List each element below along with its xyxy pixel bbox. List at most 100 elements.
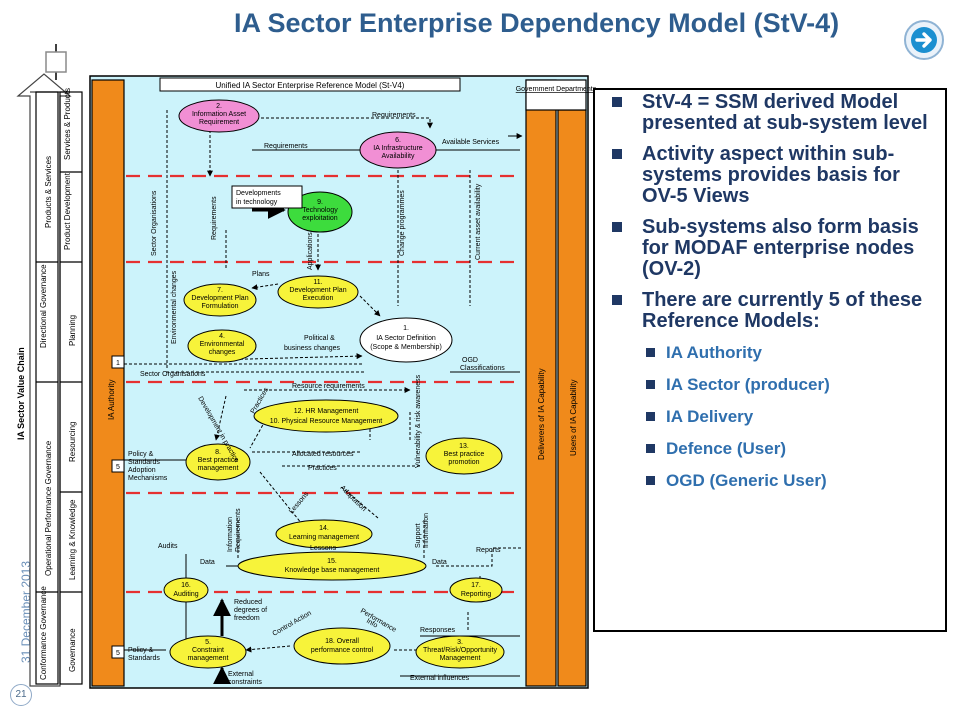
svg-text:Technology: Technology [302, 207, 338, 214]
policy-label-1: Policy & [128, 451, 154, 458]
reduced-label-3: freedom [234, 615, 260, 622]
resource-req-label: Resource requirements [292, 383, 365, 390]
activity-node-5[interactable]: 5. Constraint management [169, 635, 247, 669]
data-label-right: Data [432, 559, 447, 566]
svg-text:7.: 7. [217, 287, 223, 294]
svg-text:9.: 9. [317, 199, 323, 206]
svg-text:management: management [188, 655, 229, 662]
svg-text:IA Sector Definition: IA Sector Definition [376, 335, 436, 342]
svg-text:4.: 4. [219, 333, 225, 340]
col-product-development: Product Development [63, 172, 72, 250]
activity-node-14[interactable]: 14. Learning management [275, 519, 373, 549]
activity-node-18[interactable]: 18. Overall performance control [293, 627, 391, 665]
sub-bullet-item: OGD (Generic User) [606, 470, 936, 492]
requirements-label-vert: Requirements [211, 196, 218, 240]
support-info-label: Support [415, 523, 422, 548]
svg-text:1: 1 [116, 360, 120, 367]
svg-text:Auditing: Auditing [173, 591, 198, 598]
allocated-resources-label: Allocated resources [292, 451, 354, 458]
info-req-label: Information [227, 517, 234, 552]
activity-node-16[interactable]: 16. Auditing [163, 577, 209, 603]
next-slide-button[interactable] [904, 20, 944, 60]
col-planning: Planning [68, 315, 77, 346]
svg-text:Constraint: Constraint [192, 647, 224, 654]
business-changes-label: business changes [284, 345, 341, 352]
policy-label-4: Mechanisms [128, 475, 168, 482]
requirements-label-top: Requirements [372, 112, 416, 119]
col-governance: Governance [68, 628, 77, 672]
svg-text:IA Infrastructure: IA Infrastructure [373, 145, 423, 152]
activity-node-4[interactable]: 4. Environmental changes [187, 329, 257, 363]
activity-node-1[interactable]: 1. IA Sector Definition (Scope & Members… [359, 317, 453, 363]
change-programmes-label: Change programmes [399, 190, 406, 256]
value-chain-label: IA Sector Value Chain [16, 347, 26, 440]
value-chain-columns [35, 91, 83, 685]
bullet-item: Activity aspect within sub-systems provi… [606, 144, 936, 207]
col-conformance-governance: Conformance Governance [39, 586, 48, 680]
activity-node-7[interactable]: 7. Development Plan Formulation [183, 283, 257, 317]
deliverers-label: Deliverers of IA Capability [537, 368, 546, 460]
svg-text:2.: 2. [216, 103, 222, 110]
activity-node-3[interactable]: 3. Threat/Risk/Opportunity Management [415, 635, 505, 669]
audits-label: Audits [158, 543, 178, 550]
arrow-right-circle-icon [911, 27, 937, 53]
govt-departments-label: Government Departments [516, 86, 597, 93]
sub-bullet-item: IA Authority [606, 342, 936, 364]
svg-text:17.: 17. [471, 582, 481, 589]
svg-text:Learning management: Learning management [289, 534, 359, 541]
data-label-left: Data [200, 559, 215, 566]
svg-text:Availability: Availability [382, 153, 415, 160]
policy2-label-1: Policy & [128, 647, 154, 654]
dev-in-tech-box [231, 185, 303, 209]
dev-in-tech-label: Developments [236, 190, 281, 197]
marker-1: 1 [111, 355, 125, 369]
col-products-services: Products & Services [44, 156, 53, 228]
sector-orgs-label-vert: Sector Organisations [151, 190, 158, 256]
svg-text:8.: 8. [215, 449, 221, 456]
svg-text:5.: 5. [205, 639, 211, 646]
svg-text:Reporting: Reporting [461, 591, 491, 598]
reports-label: Reports [476, 547, 501, 554]
svg-text:11.: 11. [313, 279, 322, 286]
col-learning-knowledge: Learning & Knowledge [68, 499, 77, 580]
svg-text:changes: changes [209, 349, 236, 356]
svg-text:Execution: Execution [303, 295, 334, 302]
activity-node-2[interactable]: 2. Information Asset Requirement [178, 99, 260, 133]
activity-node-12-10[interactable]: 12. HR Management 10. Physical Resource … [253, 399, 399, 433]
svg-text:16.: 16. [181, 582, 191, 589]
col-operational-governance: Operational Performance Governance [44, 440, 53, 576]
svg-text:exploitation: exploitation [302, 215, 338, 222]
model-header-box [159, 77, 461, 92]
requirements-label-mid: Requirements [264, 143, 308, 150]
activity-node-17[interactable]: 17. Reporting [449, 577, 503, 603]
svg-text:6.: 6. [395, 137, 401, 144]
activity-node-15[interactable]: 15. Knowledge base management [237, 551, 427, 581]
marker-5-bottom: 5 [111, 645, 125, 659]
classifications-label: Classifications [460, 365, 505, 372]
svg-text:Environmental: Environmental [200, 341, 245, 348]
info-req-label-2: Requirements [235, 508, 242, 552]
svg-text:performance control: performance control [311, 647, 374, 654]
lessons-label: Lessons [310, 545, 337, 552]
bullet-item: StV-4 = SSM derived Model presented at s… [606, 92, 936, 134]
reduced-label-1: Reduced [234, 599, 262, 606]
activity-node-11[interactable]: 11. Development Plan Execution [277, 275, 359, 309]
dev-in-tech-label-2: in technology [236, 199, 278, 206]
svg-text:13.: 13. [459, 443, 469, 450]
activity-node-8[interactable]: 8. Best practice management [185, 443, 251, 481]
available-services-label: Available Services [442, 139, 500, 146]
svg-text:Knowledge base management: Knowledge base management [285, 567, 380, 574]
activity-node-9[interactable]: 9. Technology exploitation [287, 191, 353, 233]
political-label: Political & [304, 335, 335, 342]
bullet-list: StV-4 = SSM derived Model presented at s… [606, 92, 936, 502]
svg-text:(Scope & Membership): (Scope & Membership) [370, 344, 442, 351]
activity-node-13[interactable]: 13. Best practice promotion [425, 437, 503, 475]
support-info-label-2: Information [423, 513, 430, 548]
activity-node-6[interactable]: 6. IA Infrastructure Availability [359, 131, 437, 169]
plans-label: Plans [252, 271, 270, 278]
svg-text:1.: 1. [403, 325, 409, 332]
policy-label-3: Adoption [128, 467, 156, 474]
sub-bullet-item: IA Sector (producer) [606, 374, 936, 396]
perf-info-label-2: Info [365, 618, 379, 630]
